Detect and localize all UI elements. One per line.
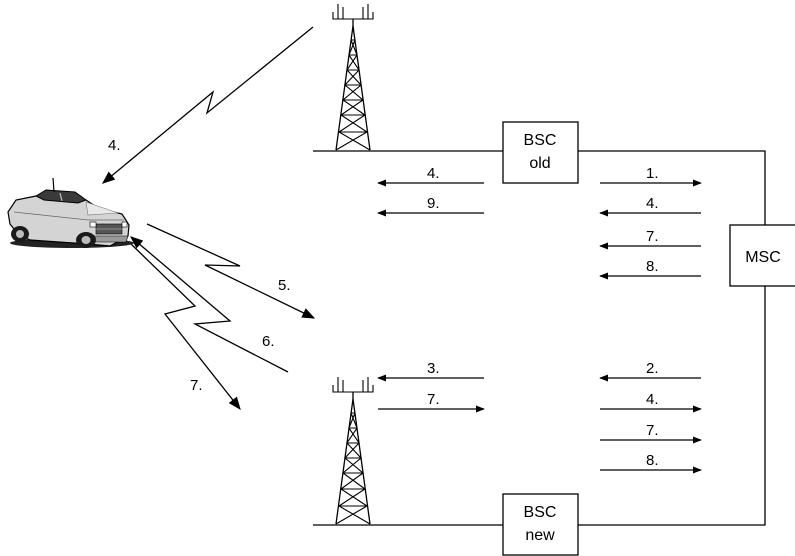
- bts-new-tower-icon: [333, 377, 373, 524]
- msg-label: 7.: [646, 228, 659, 245]
- msg-label: 4.: [646, 391, 659, 408]
- msg-label: 7.: [646, 422, 659, 439]
- msg-label: 7.: [427, 391, 440, 408]
- msg-label: 1.: [646, 165, 659, 182]
- msc-box: MSC: [730, 225, 795, 286]
- radio-label: 4.: [108, 137, 121, 154]
- radio-label: 7.: [190, 377, 203, 394]
- msg-label: 8.: [646, 258, 659, 275]
- msg-label: 9.: [427, 195, 440, 212]
- bsc-new-label-1: BSC: [524, 504, 557, 521]
- bts-old-tower-icon: [333, 4, 373, 150]
- bsc-old-label-1: BSC: [524, 132, 557, 149]
- radio-link-new-to-car-6: [131, 237, 288, 372]
- car-icon: [8, 178, 134, 248]
- radio-label: 5.: [278, 277, 291, 294]
- msg-label: 3.: [427, 360, 440, 377]
- radio-label: 6.: [262, 333, 275, 350]
- msc-label: MSC: [745, 249, 781, 266]
- radio-link-car-to-new-7: [131, 244, 240, 409]
- radio-link-old-to-car: [103, 27, 313, 183]
- bsc-old-box: BSC old: [503, 122, 578, 183]
- bsc-new-box: BSC new: [503, 494, 578, 555]
- msg-label: 4.: [646, 195, 659, 212]
- bsc-new-msc-link: [578, 286, 765, 525]
- bsc-old-label-2: old: [529, 155, 550, 172]
- bsc-new-label-2: new: [525, 527, 555, 544]
- msg-label: 4.: [427, 165, 440, 182]
- msg-label: 8.: [646, 452, 659, 469]
- bsc-old-msc-link: [578, 151, 765, 225]
- msg-label: 2.: [646, 360, 659, 377]
